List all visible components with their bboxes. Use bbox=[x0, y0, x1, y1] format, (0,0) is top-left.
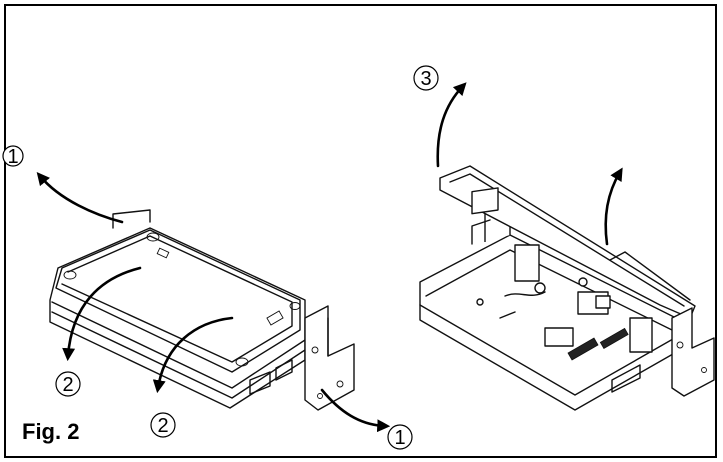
callout-3-top: 3 bbox=[413, 65, 439, 91]
remove-arrow-1-top bbox=[36, 172, 124, 224]
callout-2-right: 2 bbox=[150, 412, 176, 438]
rotate-arrow-2-right bbox=[152, 316, 234, 394]
svg-text:2: 2 bbox=[62, 374, 73, 396]
callout-1-top: 1 bbox=[2, 145, 24, 168]
svg-text:1: 1 bbox=[394, 427, 405, 449]
open-housing bbox=[419, 165, 715, 411]
rotate-arrow-2-left bbox=[62, 266, 142, 362]
figure-label: Fig. 2 bbox=[22, 419, 79, 444]
callout-2-left: 2 bbox=[55, 371, 81, 397]
open-arrow-3-lid bbox=[436, 82, 467, 168]
remove-arrow-1-bottom bbox=[320, 388, 391, 433]
svg-text:2: 2 bbox=[157, 415, 168, 437]
svg-text:1: 1 bbox=[7, 146, 18, 168]
svg-text:3: 3 bbox=[420, 68, 431, 90]
callout-1-bottom: 1 bbox=[387, 424, 413, 450]
closed-housing bbox=[49, 209, 355, 411]
open-arrow-lid-right bbox=[604, 167, 623, 246]
